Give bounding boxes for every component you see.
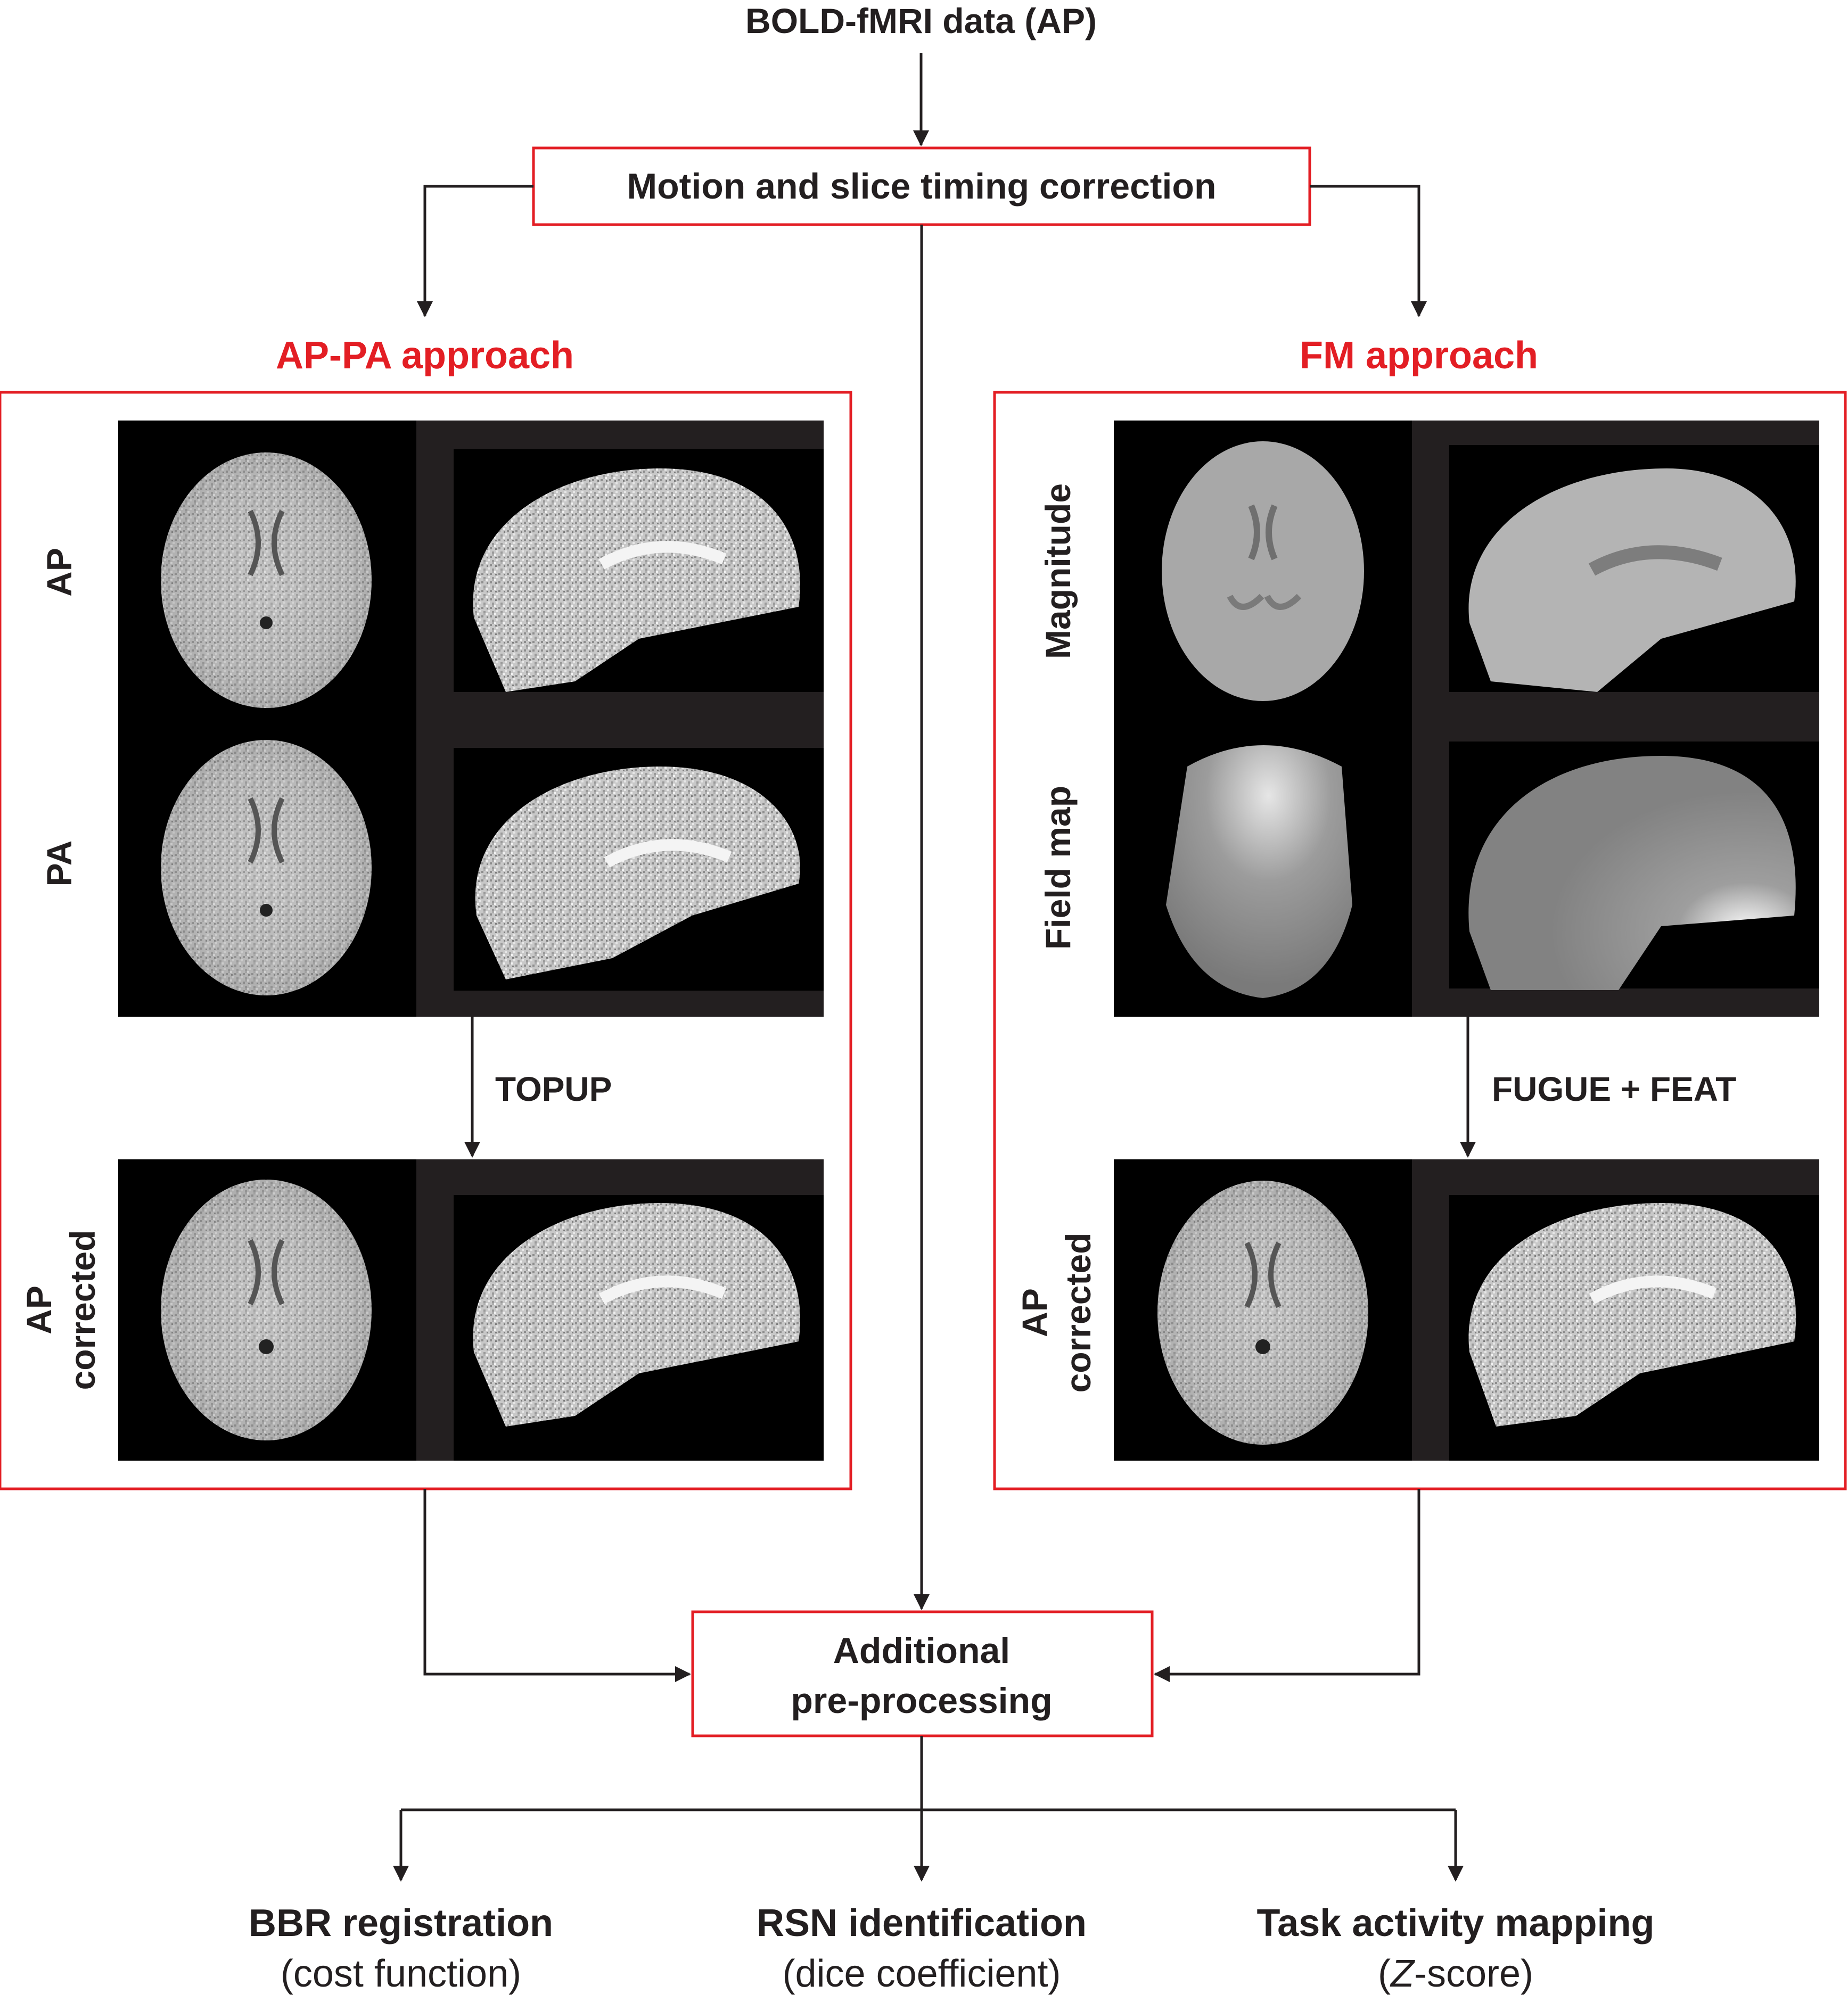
fugue-feat-label: FUGUE + FEAT <box>1492 1070 1736 1108</box>
ap-pa-corrected-label-line1: AP <box>19 1286 59 1334</box>
output-bbr-sub: (cost function) <box>281 1952 521 1995</box>
magnitude-axial-slice <box>1162 441 1364 701</box>
fm-corrected-label-line2: corrected <box>1058 1233 1098 1393</box>
ap-pa-corrected-images <box>118 1159 824 1461</box>
fm-corrected-label-line1: AP <box>1015 1288 1054 1337</box>
pa-axial-slice <box>161 740 372 995</box>
additional-preprocessing-line1: Additional <box>833 1630 1010 1671</box>
ap-row-label: AP <box>39 548 79 597</box>
input-data-label: BOLD-fMRI data (AP) <box>745 1 1097 40</box>
fm-title: FM approach <box>1300 334 1538 377</box>
field-map-sagittal-slice <box>1468 756 1796 990</box>
arrow-fm-to-additional <box>1154 1489 1420 1682</box>
ap-sagittal-slice <box>473 468 800 692</box>
topup-label: TOPUP <box>495 1070 612 1108</box>
magnitude-sagittal-slice <box>1468 468 1796 692</box>
output-bbr-title: BBR registration <box>249 1902 553 1945</box>
pa-row-label: PA <box>39 841 79 887</box>
ap-pa-title: AP-PA approach <box>276 334 574 377</box>
additional-preprocessing-box <box>691 1610 1154 1737</box>
fm-input-images <box>1114 421 1819 1017</box>
additional-preprocessing-line2: pre-processing <box>791 1680 1052 1721</box>
output-task-sub-italic: Z <box>1390 1952 1415 1995</box>
field-map-row-label: Field map <box>1038 786 1078 950</box>
output-task-sub-suffix: -score) <box>1414 1952 1533 1995</box>
arrow-ap-pa-to-additional <box>423 1489 691 1682</box>
output-rsn-sub: (dice coefficient) <box>783 1952 1061 1995</box>
arrow-motion-to-fm <box>1310 185 1427 317</box>
fm-corrected-axial-slice <box>1157 1181 1368 1445</box>
pa-sagittal-slice <box>475 767 800 979</box>
ap-pa-input-images <box>118 421 824 1017</box>
fm-corrected-images <box>1114 1159 1819 1461</box>
ap-pa-corrected-axial-slice <box>161 1180 372 1440</box>
fm-corrected-sagittal-slice <box>1468 1203 1796 1427</box>
field-map-axial-slice <box>1166 745 1352 998</box>
output-task-sub: (Z-score) <box>1378 1952 1533 1995</box>
output-task-title: Task activity mapping <box>1257 1902 1655 1945</box>
motion-correction-label: Motion and slice timing correction <box>627 166 1217 207</box>
output-task-sub-prefix: ( <box>1378 1952 1391 1995</box>
ap-axial-slice <box>161 452 372 708</box>
ap-pa-corrected-label-line2: corrected <box>63 1230 102 1390</box>
magnitude-row-label: Magnitude <box>1038 483 1078 659</box>
ap-pa-corrected-sagittal-slice <box>473 1203 800 1427</box>
arrow-motion-to-ap-pa <box>417 185 533 317</box>
output-rsn-title: RSN identification <box>757 1902 1087 1945</box>
